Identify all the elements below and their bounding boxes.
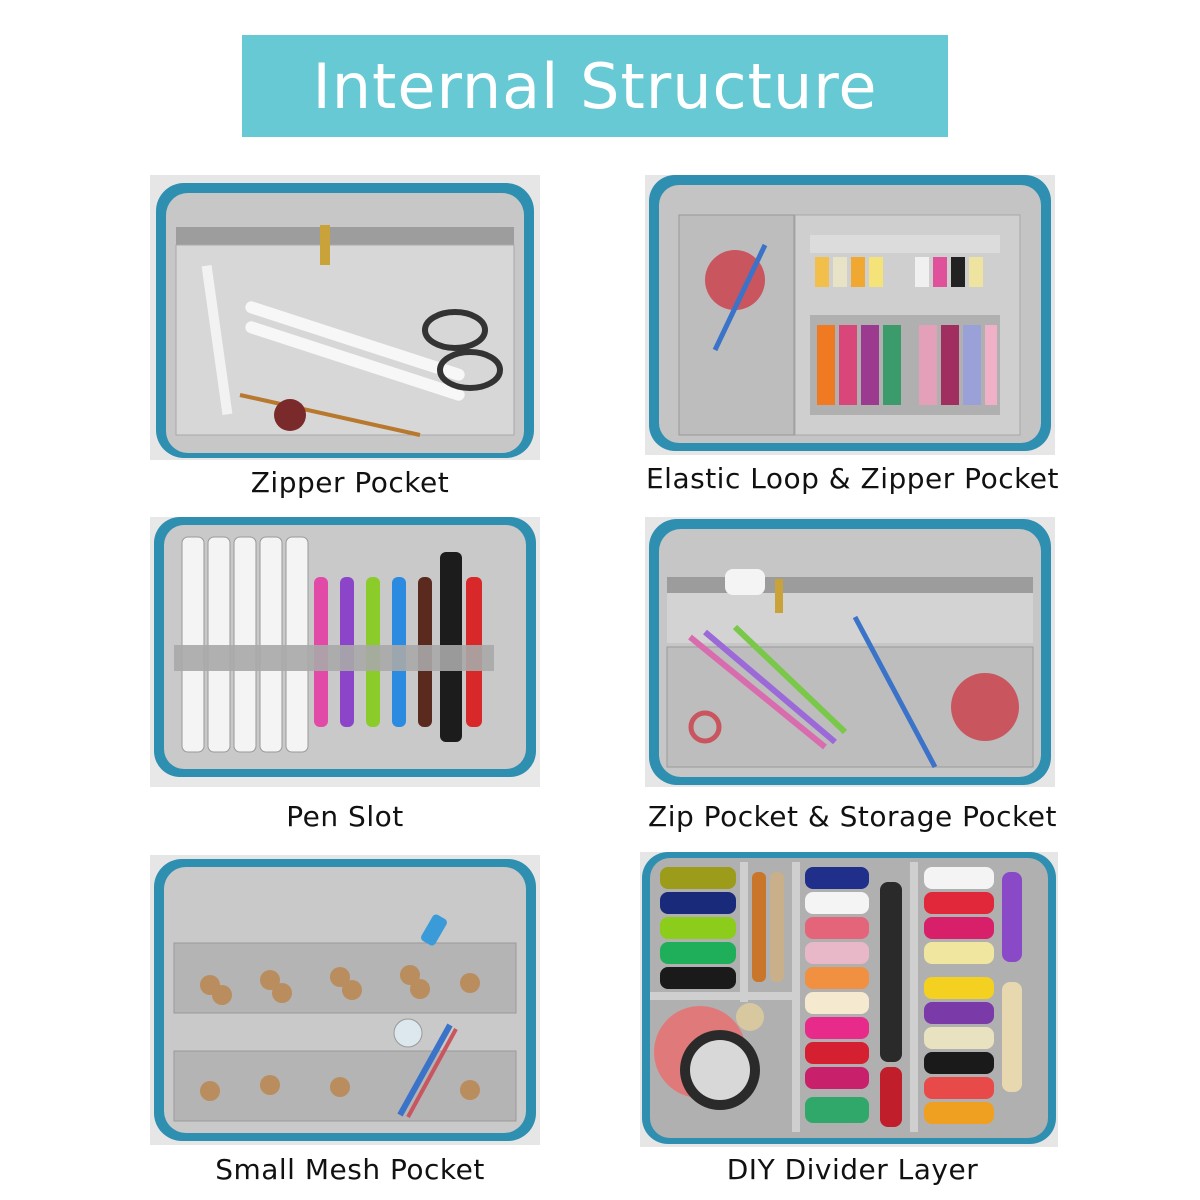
diy-divider-layer-illustration xyxy=(640,852,1058,1147)
product-photo-small-mesh-pocket xyxy=(150,855,540,1145)
product-photo-elastic-loop xyxy=(645,175,1055,455)
caption-zipper-pocket: Zipper Pocket xyxy=(250,466,450,499)
caption-elastic-loop-zipper-pocket: Elastic Loop & Zipper Pocket xyxy=(645,462,1060,495)
zip-storage-pocket-illustration xyxy=(645,517,1055,787)
pen-slot-illustration xyxy=(150,517,540,787)
small-mesh-pocket-illustration xyxy=(150,855,540,1145)
caption-zip-storage-pocket: Zip Pocket & Storage Pocket xyxy=(648,800,1057,833)
elastic-loop-illustration xyxy=(645,175,1055,455)
title-banner: Internal Structure xyxy=(242,35,948,137)
product-photo-pen-slot xyxy=(150,517,540,787)
zipper-pocket-illustration xyxy=(150,175,540,460)
caption-diy-divider-layer: DIY Divider Layer xyxy=(726,1153,979,1186)
caption-pen-slot: Pen Slot xyxy=(286,800,404,833)
product-photo-zipper-pocket xyxy=(150,175,540,460)
caption-small-mesh-pocket: Small Mesh Pocket xyxy=(215,1153,485,1186)
product-photo-diy-divider-layer xyxy=(640,852,1058,1147)
product-photo-zip-storage-pocket xyxy=(645,517,1055,787)
page-title: Internal Structure xyxy=(312,49,878,123)
